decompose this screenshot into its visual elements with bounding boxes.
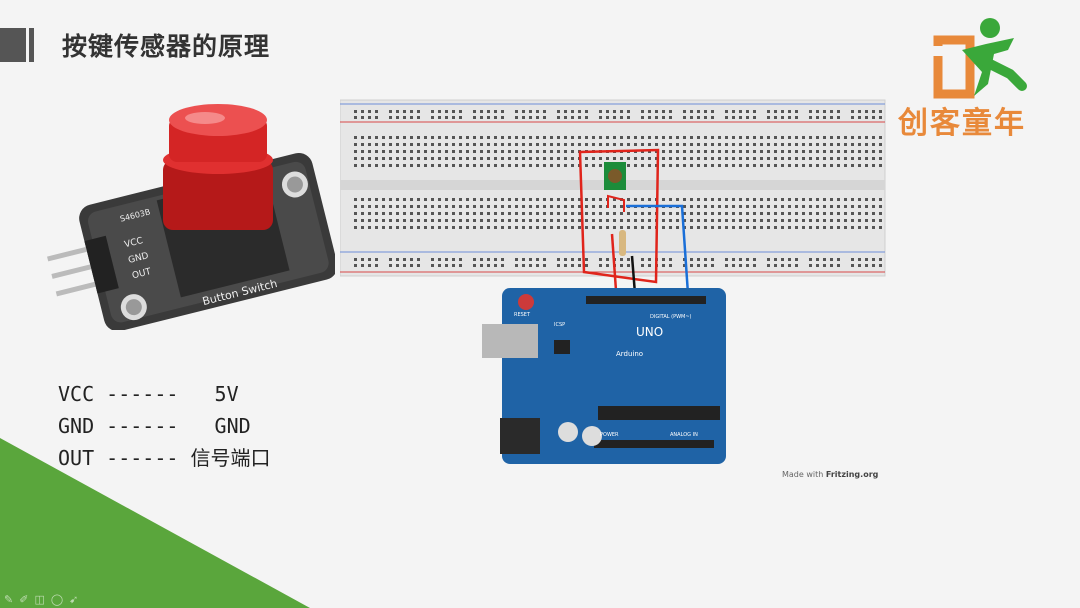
title-marker [0, 28, 26, 62]
board-reset: RESET [514, 312, 531, 318]
pin-row-out: OUT ------ 信号端口 [58, 446, 271, 470]
board-brand: Arduino [616, 350, 643, 358]
green-corner-decoration [0, 438, 310, 608]
pointer-icon[interactable]: ➹ [69, 593, 85, 606]
module-label-gnd: GND [127, 251, 150, 266]
made-with-fritzing: Made with Fritzing.org [782, 470, 879, 479]
button-module-image: VCC GND OUT Button Switch S4603B [47, 104, 335, 330]
board-model: UNO [636, 325, 663, 339]
module-label-out: OUT [131, 267, 153, 281]
shape-icon[interactable]: ◯ [50, 593, 70, 606]
annotation-toolbar[interactable]: ✎✐◫◯➹ [4, 593, 84, 606]
pin-row-gnd: GND ------ GND [58, 414, 251, 438]
page-title: 按键传感器的原理 [62, 32, 271, 61]
pencil-icon[interactable]: ✎ [4, 593, 20, 606]
highlighter-icon[interactable]: ✐ [19, 593, 35, 606]
logo-text: 创客童年 [898, 106, 1026, 141]
board-power: POWER [600, 432, 619, 438]
logo-icon [924, 18, 1027, 99]
board-analog: ANALOG IN [670, 432, 698, 438]
pin-row-vcc: VCC ------ 5V [58, 382, 239, 406]
title-marker-thin [29, 28, 34, 62]
pin-mapping: VCC ------ 5V GND ------ GND OUT ------ … [58, 378, 270, 474]
board-icsp: ICSP [554, 322, 565, 328]
module-label-vcc: VCC [123, 236, 144, 250]
eraser-icon[interactable]: ◫ [34, 593, 51, 606]
board-digital: DIGITAL (PWM~) [650, 314, 692, 320]
circuit-diagram: UNO Arduino RESET DIGITAL (PWM~) ANALOG … [340, 99, 886, 464]
